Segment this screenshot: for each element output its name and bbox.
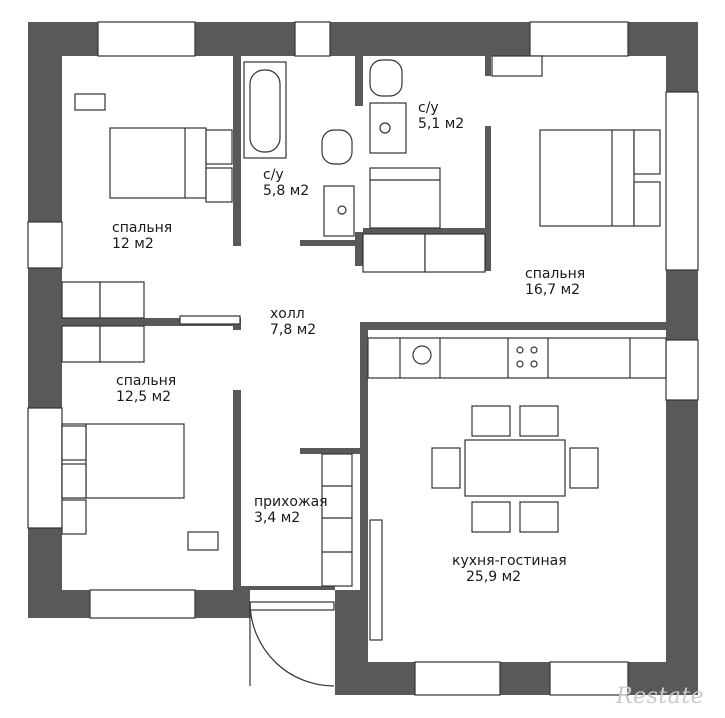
room-label-bedroom-2: спальня 16,7 м2 <box>525 266 585 298</box>
room-area: 12 м2 <box>112 236 154 252</box>
outer-walls <box>28 22 698 695</box>
room-area: 7,8 м2 <box>270 322 317 338</box>
room-name: кухня-гостиная <box>452 553 567 569</box>
room-area: 3,4 м2 <box>254 510 301 526</box>
room-label-bedroom-1: спальня 12 м2 <box>112 220 172 252</box>
kitchen-living-furniture <box>367 337 667 641</box>
room-label-hall: холл 7,8 м2 <box>270 306 316 338</box>
room-name: холл <box>270 306 305 322</box>
interior-walls <box>62 56 666 662</box>
entrance-fixtures <box>249 453 353 687</box>
room-label-bedroom-3: спальня 12,5 м2 <box>116 373 176 405</box>
room-name: спальня <box>116 373 177 389</box>
bedroom-1-furniture <box>74 93 233 203</box>
room-area: 12,5 м2 <box>116 389 172 405</box>
bedroom-2-furniture <box>491 55 661 227</box>
room-name: прихожая <box>254 494 328 510</box>
room-name: с/у <box>418 100 439 116</box>
room-name: спальня <box>525 266 586 282</box>
room-label-bathroom-2: с/у 5,1 м2 <box>418 100 464 132</box>
room-area: 25,9 м2 <box>466 569 522 585</box>
hall-fixtures <box>61 281 241 325</box>
room-name: спальня <box>112 220 173 236</box>
room-label-bathroom-1: с/у 5,8 м2 <box>263 167 309 199</box>
bathroom-2-fixtures <box>362 59 486 273</box>
room-area: 5,1 м2 <box>418 116 465 132</box>
room-area: 5,8 м2 <box>263 183 310 199</box>
room-name: с/у <box>263 167 284 183</box>
bedroom-3-furniture <box>61 325 219 551</box>
room-area: 16,7 м2 <box>525 282 581 298</box>
room-label-entrance: прихожая 3,4 м2 <box>254 494 328 526</box>
bathroom-1-fixtures <box>243 61 355 237</box>
watermark-logo: Restate <box>616 684 705 709</box>
windows <box>27 21 699 696</box>
room-label-kitchen-living: кухня-гостиная 25,9 м2 <box>452 553 567 585</box>
